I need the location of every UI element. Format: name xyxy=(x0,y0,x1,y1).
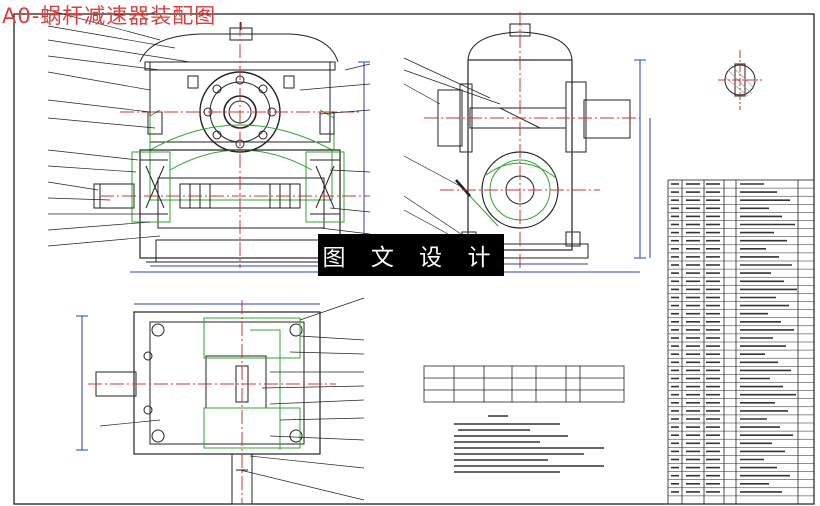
side-view-leaders xyxy=(403,57,501,247)
front-view-hidden-wheel xyxy=(149,124,333,201)
watermark-banner: 图 文 设 计 xyxy=(318,234,504,276)
parts-list-entries xyxy=(671,183,797,493)
side-view-dipstick xyxy=(455,179,471,197)
parts-list-rows xyxy=(668,187,814,497)
side-view-output-shaft xyxy=(583,99,631,139)
front-view-top-cover xyxy=(139,33,339,63)
top-view xyxy=(76,297,365,505)
technical-requirements-notes xyxy=(454,415,604,473)
top-view-dimensions xyxy=(76,303,320,451)
drawing-title: A0-蜗杆减速器装配图 xyxy=(2,4,217,28)
front-view-base xyxy=(155,239,327,263)
side-view-housing-top xyxy=(467,31,573,61)
section-view-shaft-key xyxy=(718,50,762,110)
front-view xyxy=(47,9,371,273)
front-view-left-bearing xyxy=(131,151,171,223)
technical-spec-table xyxy=(423,365,625,403)
top-view-leaders xyxy=(99,297,365,501)
top-view-housing xyxy=(133,311,321,455)
front-view-leaders xyxy=(47,9,371,247)
side-view xyxy=(403,12,651,273)
